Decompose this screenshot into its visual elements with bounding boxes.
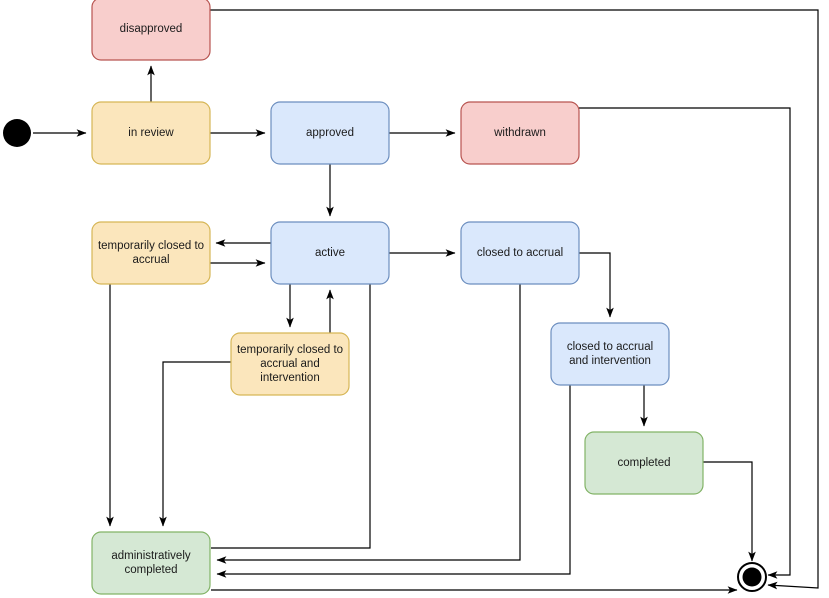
transitions-layer <box>33 9 819 594</box>
final-state-node[interactable] <box>737 562 767 592</box>
transition-temporarily_closed_to_accrual_and_intervention-to-administratively_completed[interactable] <box>159 361 231 527</box>
transition-closed_to_accrual-to-administratively_completed[interactable] <box>216 284 521 564</box>
transition-line <box>159 361 231 527</box>
transition-line <box>579 252 614 318</box>
initial-state-node[interactable] <box>3 119 31 147</box>
state-completed[interactable]: completed <box>584 431 704 495</box>
state-approved[interactable]: approved <box>270 101 390 165</box>
final-state-ring <box>737 562 767 592</box>
state-box[interactable] <box>460 221 580 285</box>
state-box[interactable] <box>584 431 704 495</box>
transition-closed_to_accrual_and_intervention-to-administratively_completed[interactable] <box>216 385 571 578</box>
transition-hit-area[interactable] <box>163 362 231 526</box>
state-box[interactable] <box>91 0 211 61</box>
state-box[interactable] <box>270 101 390 165</box>
transition-withdrawn-to-end[interactable] <box>579 107 791 579</box>
pseudostates-layer <box>3 119 767 592</box>
transition-line <box>210 9 819 590</box>
state-box[interactable] <box>230 332 350 396</box>
transition-hit-area[interactable] <box>210 10 818 588</box>
state-box[interactable] <box>91 531 211 595</box>
state-closed_to_accrual[interactable]: closed to accrual <box>460 221 580 285</box>
initial-state-circle[interactable] <box>3 119 31 147</box>
transition-disapproved-to-end[interactable] <box>210 9 819 590</box>
state-in_review[interactable]: in review <box>91 101 211 165</box>
transition-hit-area[interactable] <box>579 253 610 317</box>
transition-hit-area[interactable] <box>703 462 752 561</box>
state-active[interactable]: active <box>270 221 390 285</box>
state-box[interactable] <box>550 322 670 386</box>
transition-line <box>703 461 756 562</box>
state-box[interactable] <box>91 101 211 165</box>
transition-line <box>211 284 371 549</box>
transition-line <box>216 385 571 578</box>
state-disapproved[interactable]: disapproved <box>91 0 211 61</box>
state-box[interactable] <box>270 221 390 285</box>
transition-closed_to_accrual-to-closed_to_accrual_and_intervention[interactable] <box>579 252 614 318</box>
state-box[interactable] <box>460 101 580 165</box>
final-state-dot[interactable] <box>742 567 762 587</box>
transition-line <box>579 107 791 579</box>
transition-active-to-administratively_completed[interactable] <box>211 284 371 549</box>
state-box[interactable] <box>91 221 211 285</box>
transition-line <box>216 284 521 564</box>
transition-completed-to-end[interactable] <box>703 461 756 562</box>
state-withdrawn[interactable]: withdrawn <box>460 101 580 165</box>
